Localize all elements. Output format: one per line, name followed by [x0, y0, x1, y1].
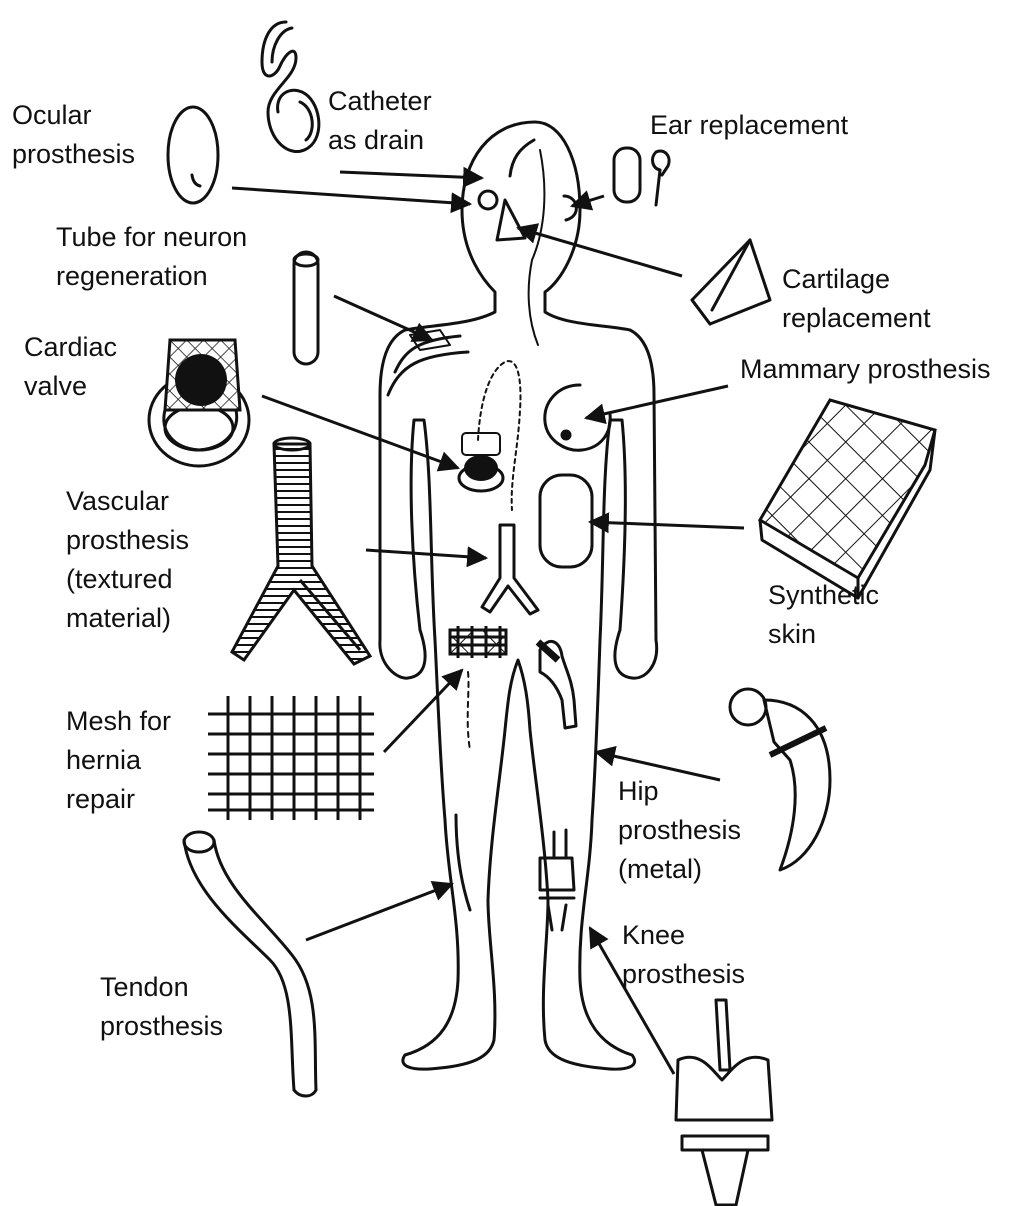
label-line: (metal)	[618, 850, 741, 889]
ear-implant	[564, 196, 576, 220]
label-neuron-tube: Tube for neuron regeneration	[56, 218, 247, 296]
label-mammary: Mammary prosthesis	[740, 350, 991, 389]
synthetic-skin-drawing	[760, 400, 935, 598]
label-catheter: Catheter as drain	[328, 82, 432, 160]
label-synthetic-skin: Synthetic skin	[768, 576, 879, 654]
catheter-head	[510, 140, 534, 176]
label-line: material)	[66, 599, 189, 638]
ocular-prosthesis-drawing	[168, 107, 218, 203]
label-line: prosthesis	[622, 955, 745, 994]
label-hip-prosthesis: Hip prosthesis (metal)	[618, 772, 741, 889]
hip-implant	[538, 641, 576, 728]
vascular-graft-implant	[482, 525, 538, 614]
label-line: Cartilage	[782, 260, 931, 299]
tendon-prosthesis-drawing	[184, 832, 316, 1096]
label-line: Catheter	[328, 82, 432, 121]
label-line: replacement	[782, 299, 931, 338]
label-line: Cardiac	[24, 328, 117, 367]
label-line: Mesh for	[66, 702, 171, 741]
label-ear-replacement: Ear replacement	[650, 106, 848, 145]
label-line: Ear replacement	[650, 106, 848, 145]
label-line: Synthetic	[768, 576, 879, 615]
label-line: (textured	[66, 560, 189, 599]
label-line: Ocular	[12, 96, 135, 135]
cartilage-drawing	[692, 240, 770, 324]
vascular-prosthesis-drawing	[232, 438, 370, 664]
groin-mesh	[450, 626, 506, 658]
label-line: repair	[66, 780, 171, 819]
label-cardiac-valve: Cardiac valve	[24, 328, 117, 406]
label-line: prosthesis	[100, 1007, 223, 1046]
hip-prosthesis-drawing	[730, 689, 830, 870]
label-line: regeneration	[56, 257, 247, 296]
label-mesh: Mesh for hernia repair	[66, 702, 171, 819]
label-line: hernia	[66, 741, 171, 780]
nose-cartilage	[497, 200, 525, 240]
label-line: Knee	[622, 916, 745, 955]
label-vascular: Vascular prosthesis (textured material)	[66, 482, 189, 638]
hernia-mesh-drawing	[208, 696, 374, 820]
catheter-drawing	[262, 22, 319, 152]
label-line: as drain	[328, 121, 432, 160]
label-line: Vascular	[66, 482, 189, 521]
label-line: skin	[768, 615, 879, 654]
knee-prosthesis-drawing	[676, 1000, 772, 1205]
cardiac-valve-drawing	[149, 340, 249, 466]
eye-implant	[479, 191, 497, 209]
label-line: prosthesis	[66, 521, 189, 560]
label-line: Tube for neuron	[56, 218, 247, 257]
label-line: prosthesis	[12, 135, 135, 174]
label-line: Tendon	[100, 968, 223, 1007]
label-cartilage: Cartilage replacement	[782, 260, 931, 338]
label-line: Hip	[618, 772, 741, 811]
body-outline	[380, 122, 657, 1069]
label-line: prosthesis	[618, 811, 741, 850]
label-ocular-prosthesis: Ocular prosthesis	[12, 96, 135, 174]
skin-patch	[540, 475, 592, 567]
ear-replacement-drawing	[614, 148, 669, 205]
label-line: Mammary prosthesis	[740, 350, 991, 389]
neuron-tube-drawing	[294, 252, 318, 364]
knee-implant	[540, 830, 574, 930]
chest-valve	[459, 433, 503, 491]
label-line: valve	[24, 367, 117, 406]
leg-tendon	[456, 815, 470, 910]
label-knee-prosthesis: Knee prosthesis	[622, 916, 745, 994]
catheter-line	[529, 150, 545, 345]
label-tendon: Tendon prosthesis	[100, 968, 223, 1046]
breast-implant	[545, 385, 610, 450]
dashed-seam	[468, 672, 470, 750]
